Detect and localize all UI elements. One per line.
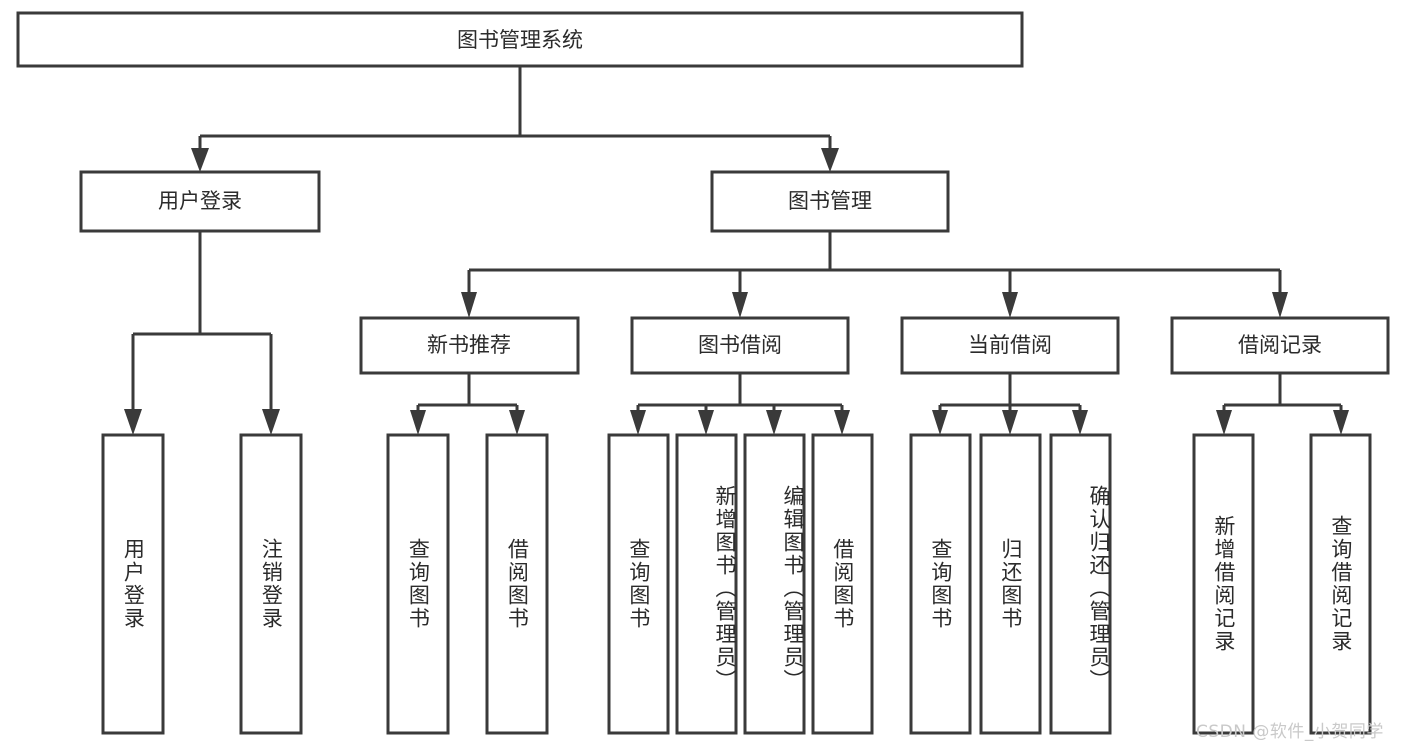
csdn-watermark: CSDN @软件_小贺同学 <box>1196 722 1384 742</box>
arrow-icon-leaf-borrow-book <box>834 410 850 435</box>
node-book-management-box[interactable] <box>710 170 950 233</box>
node-leaf-query-book-recommend-box[interactable] <box>386 433 450 735</box>
connector-layer <box>124 66 1349 435</box>
node-root-label: 图书管理系统 <box>457 28 583 52</box>
arrow-icon-book-management <box>821 148 839 172</box>
node-leaf-return-book-box[interactable] <box>979 433 1042 735</box>
node-leaf-user-login-box[interactable] <box>101 433 165 735</box>
node-borrow-record[interactable]: 借阅记录 <box>1170 316 1390 375</box>
node-leaf-edit-book-admin-box[interactable] <box>743 433 806 735</box>
arrow-icon-leaf-user-login <box>124 409 142 435</box>
node-leaf-borrow-book-recommend-box[interactable] <box>485 433 549 735</box>
arrow-icon-leaf-add-book-admin <box>698 410 714 435</box>
node-borrow-record-label: 借阅记录 <box>1238 333 1322 357</box>
arrow-icon-new-book-recommend <box>461 292 477 318</box>
node-borrow-record-box[interactable] <box>1170 316 1390 375</box>
node-user-login-box[interactable] <box>79 170 321 233</box>
arrow-icon-leaf-return-book <box>1002 410 1018 435</box>
node-new-book-recommend-box[interactable] <box>359 316 580 375</box>
node-leaf-query-borrow-record-box[interactable] <box>1309 433 1372 735</box>
node-book-borrow-box[interactable] <box>630 316 850 375</box>
node-book-management-label: 图书管理 <box>788 189 872 213</box>
node-leaf-add-book-admin-box[interactable] <box>675 433 738 735</box>
arrow-icon-borrow-record <box>1272 292 1288 318</box>
node-leaf-add-borrow-record-box[interactable] <box>1192 433 1255 735</box>
arrow-icon-book-borrow <box>732 292 748 318</box>
arrow-icon-leaf-borrow-book-recommend <box>509 410 525 435</box>
arrow-icon-leaf-query-borrow-record <box>1333 410 1349 435</box>
arrow-icon-leaf-confirm-return-admin <box>1072 410 1088 435</box>
node-layer: 图书管理系统 用户登录 图书管理 新书推荐 图书借阅 <box>16 11 1390 735</box>
arrow-icon-leaf-query-book-recommend <box>410 410 426 435</box>
node-new-book-recommend-label: 新书推荐 <box>427 333 511 357</box>
arrow-icon-user-login <box>191 148 209 172</box>
node-current-borrow[interactable]: 当前借阅 <box>900 316 1120 375</box>
node-root[interactable]: 图书管理系统 <box>16 11 1024 68</box>
arrow-icon-leaf-edit-book-admin <box>766 410 782 435</box>
node-new-book-recommend[interactable]: 新书推荐 <box>359 316 580 375</box>
node-book-management[interactable]: 图书管理 <box>710 170 950 233</box>
node-user-login-label: 用户登录 <box>158 189 242 213</box>
arrow-icon-leaf-query-book-current <box>932 410 948 435</box>
arrow-icon-leaf-add-borrow-record <box>1216 410 1232 435</box>
node-leaf-borrow-book-box[interactable] <box>811 433 874 735</box>
node-leaf-query-book-current-box[interactable] <box>909 433 972 735</box>
node-leaf-query-book-borrow-box[interactable] <box>607 433 670 735</box>
node-leaf-logout-login-box[interactable] <box>239 433 303 735</box>
node-current-borrow-box[interactable] <box>900 316 1120 375</box>
node-book-borrow[interactable]: 图书借阅 <box>630 316 850 375</box>
node-current-borrow-label: 当前借阅 <box>968 333 1052 357</box>
arrow-icon-leaf-query-book-borrow <box>630 410 646 435</box>
node-book-borrow-label: 图书借阅 <box>698 333 782 357</box>
arrow-icon-leaf-logout-login <box>262 409 280 435</box>
node-root-box[interactable] <box>16 11 1024 68</box>
node-user-login[interactable]: 用户登录 <box>79 170 321 233</box>
node-leaf-confirm-return-admin-box[interactable] <box>1049 433 1112 735</box>
arrow-icon-current-borrow <box>1002 292 1018 318</box>
